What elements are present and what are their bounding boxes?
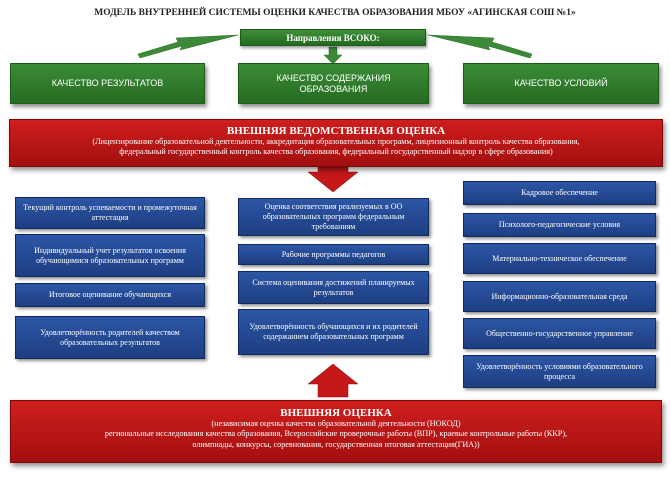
conditions-item: Общественно-государственное управление	[463, 318, 656, 349]
directions-heading: Направления ВСОКО:	[240, 29, 426, 46]
external-line3: олимпиады, конкурсы, соревнования, госуд…	[192, 439, 480, 449]
conditions-item: Материально-техническое обеспечение	[463, 243, 656, 274]
content-item: Рабочие программы педагогов	[238, 244, 429, 265]
conditions-item: Кадровое обеспечение	[463, 181, 656, 205]
external-departmental-line2: федеральный государственный контроль кач…	[119, 147, 553, 157]
content-item: Оценка соответствия реализуемых в ОО обр…	[238, 198, 429, 236]
results-item: Итоговое оценивание обучающихся	[15, 283, 205, 307]
external-line1: (независимая оценка качества образовател…	[211, 419, 461, 428]
external-line2: региональные исследования качества образ…	[104, 429, 568, 439]
conditions-item: Удовлетворённость условиями образователь…	[463, 355, 656, 388]
external-departmental-line1: (Лицензирование образовательной деятельн…	[92, 137, 580, 146]
content-item: Удовлетворённость обучающихся и их родит…	[238, 309, 429, 355]
conditions-item: Информационно-образовательная среда	[463, 281, 656, 312]
external-departmental-box: ВНЕШНЯЯ ВЕДОМСТВЕННАЯ ОЦЕНКА (Лицензиров…	[9, 119, 663, 167]
arrow-right-icon	[427, 34, 533, 59]
arrow-left-icon	[137, 34, 239, 59]
arrow-down-red-icon	[307, 166, 359, 193]
direction-conditions: КАЧЕСТВО УСЛОВИЙ	[463, 63, 659, 104]
direction-content: КАЧЕСТВО СОДЕРЖАНИЯ ОБРАЗОВАНИЯ	[238, 63, 429, 104]
results-item: Удовлетворённость родителей качеством об…	[15, 316, 205, 359]
external-heading: ВНЕШНЯЯ ОЦЕНКА	[280, 407, 392, 419]
content-item: Система оценивания достижений планируемы…	[238, 271, 429, 304]
direction-results: КАЧЕСТВО РЕЗУЛЬТАТОВ	[10, 63, 205, 104]
results-item: Текущий контроль успеваемости и промежут…	[15, 197, 205, 229]
page-title: МОДЕЛЬ ВНУТРЕННЕЙ СИСТЕМЫ ОЦЕНКИ КАЧЕСТВ…	[94, 8, 576, 18]
arrow-down-icon	[323, 46, 343, 65]
results-item: Индивидуальный учет результатов освоения…	[15, 234, 205, 277]
external-box: ВНЕШНЯЯ ОЦЕНКА (независимая оценка качес…	[10, 400, 662, 463]
arrow-up-red-icon	[307, 363, 359, 398]
conditions-item: Психолого-педагогические условия	[463, 213, 656, 237]
external-departmental-heading: ВНЕШНЯЯ ВЕДОМСТВЕННАЯ ОЦЕНКА	[226, 125, 446, 137]
